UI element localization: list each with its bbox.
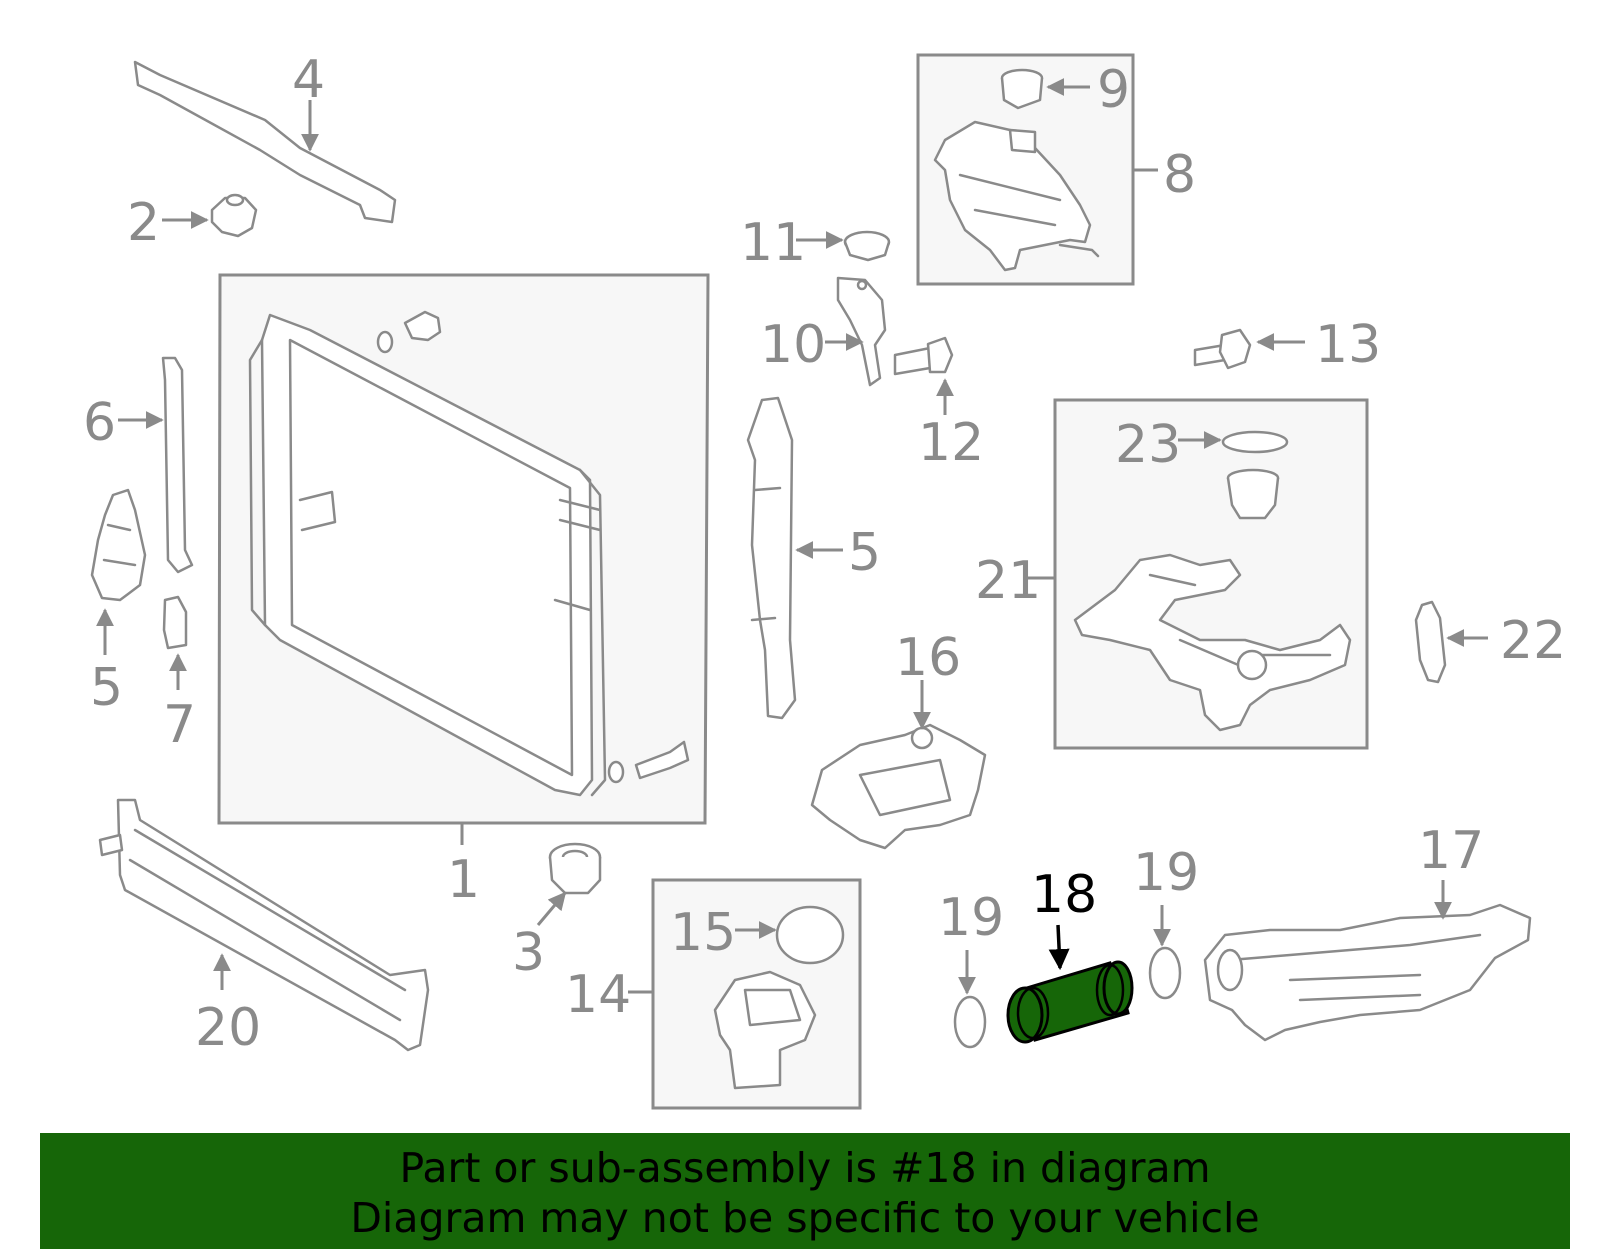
part-17-manifold: 17 (1203, 821, 1532, 1042)
callout-1: 1 (447, 850, 480, 910)
callout-9: 9 (1097, 60, 1130, 120)
part-2-clip: 2 (127, 193, 258, 253)
part-16-housing: 16 (810, 628, 987, 850)
part-21-water-outlet-assembly: 23 21 (975, 398, 1369, 750)
callout-14: 14 (565, 965, 631, 1025)
banner-line-1: Part or sub-assembly is #18 in diagram (399, 1144, 1211, 1192)
part-5-right-bracket: 5 (746, 396, 881, 720)
callout-16: 16 (895, 628, 961, 688)
callout-22: 22 (1500, 611, 1566, 671)
callout-7: 7 (163, 695, 196, 755)
part-5-left-bracket: 5 (90, 488, 147, 718)
callout-12: 12 (918, 413, 984, 473)
callout-11: 11 (740, 213, 806, 273)
part-14-thermostat-assembly: 15 14 (565, 878, 862, 1110)
part-19-o-ring-left: 19 (938, 888, 1004, 1049)
part-12-bolt: 12 (893, 336, 984, 473)
part-4-support-bar: 4 (133, 50, 397, 224)
callout-3: 3 (512, 923, 545, 983)
part-1-radiator-assembly: 1 (217, 273, 710, 910)
callout-19-left: 19 (938, 888, 1004, 948)
callout-18: 18 (1031, 865, 1097, 925)
callout-17: 17 (1418, 821, 1484, 881)
part-19-o-ring-right: 19 (1133, 843, 1199, 1000)
part-13-bolt: 13 (1193, 315, 1381, 375)
part-18-coolant-pipe: 18 (1006, 865, 1134, 1044)
part-22-gasket: 22 (1414, 600, 1566, 684)
part-3-grommet: 3 (512, 842, 602, 983)
callout-2: 2 (127, 193, 160, 253)
callout-8: 8 (1163, 145, 1196, 205)
part-10-bracket: 10 (760, 276, 887, 387)
callout-13: 13 (1315, 315, 1381, 375)
banner-line-2: Diagram may not be specific to your vehi… (350, 1194, 1260, 1242)
callout-21: 21 (975, 551, 1041, 611)
callout-10: 10 (760, 315, 826, 375)
part-20-cooler: 20 (98, 798, 430, 1058)
callout-5-left: 5 (90, 658, 123, 718)
callout-4: 4 (292, 50, 325, 110)
callout-15: 15 (670, 903, 736, 963)
part-8-reservoir-assembly: 9 8 (916, 53, 1196, 286)
part-11-grommet: 11 (740, 213, 891, 273)
part-6-side-seal: 6 (83, 356, 194, 574)
info-banner: Part or sub-assembly is #18 in diagram D… (40, 1133, 1570, 1249)
part-7-seal: 7 (162, 595, 196, 755)
callout-6: 6 (83, 393, 116, 453)
callout-5-right: 5 (848, 523, 881, 583)
callout-20: 20 (195, 998, 261, 1058)
callout-23: 23 (1115, 415, 1181, 475)
callout-19-right: 19 (1133, 843, 1199, 903)
